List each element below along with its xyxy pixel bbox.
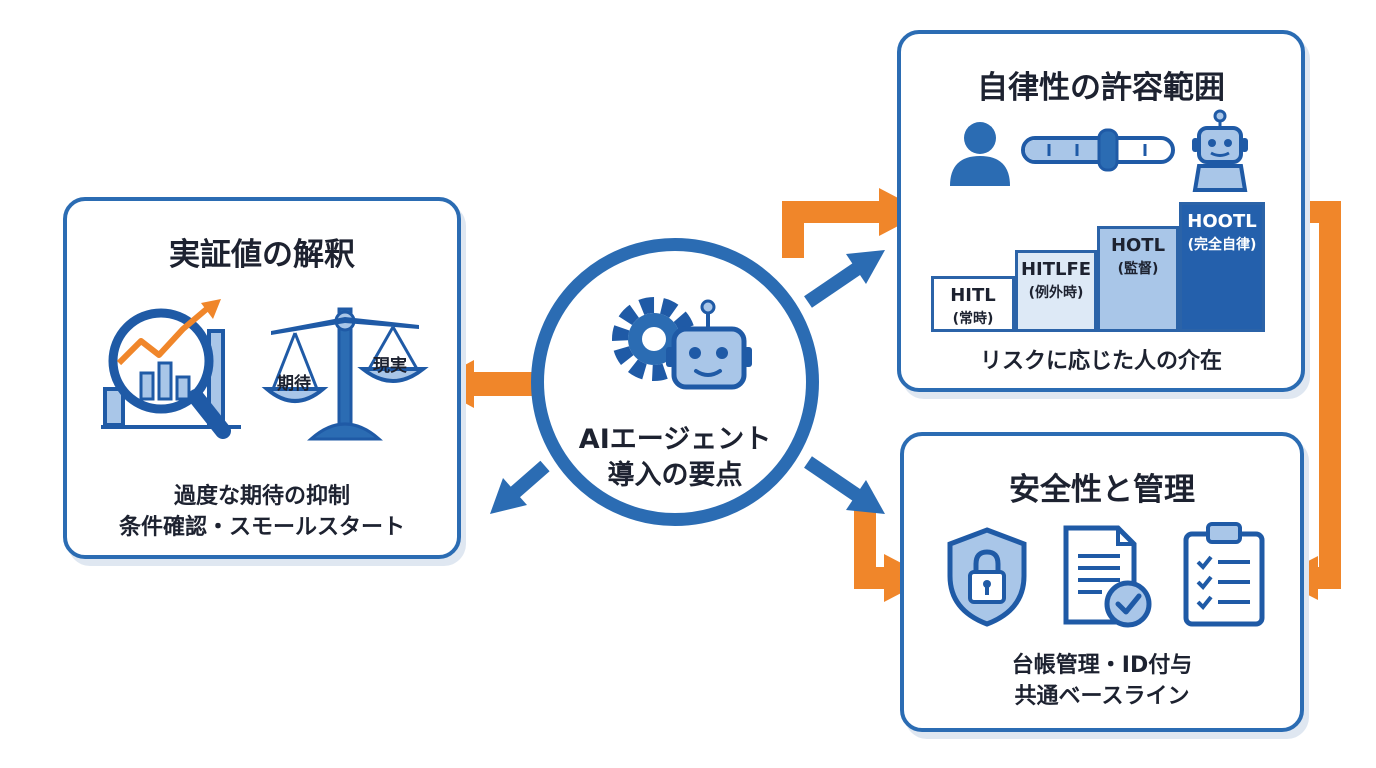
balance-scale-icon xyxy=(261,307,429,441)
blue-arrow-down-right xyxy=(804,456,885,514)
step-sub: (監督) xyxy=(1117,261,1159,277)
caption: リスクに応じた人の介在 xyxy=(979,349,1222,374)
scale-right-label: 現実 xyxy=(373,356,407,376)
evidence-interpretation-card: 実証値の解釈 期待 現実 過度な期待の抑制 条件確認・スモールスタート xyxy=(63,197,461,559)
safety-governance-card: 安全性と管理 台帳管理・ID付与 共通ベースライン xyxy=(900,432,1304,732)
caption-line-2: 条件確認・スモールスタート xyxy=(118,515,405,540)
gear-robot-icon xyxy=(612,297,752,390)
hub-title-line-1: AIエージェント xyxy=(578,424,772,455)
analytics-magnifier-icon xyxy=(101,299,241,439)
step-name: HITLFE xyxy=(1020,259,1092,280)
step-name: HOOTL xyxy=(1187,211,1257,232)
step-sub: (完全自律) xyxy=(1187,237,1257,253)
step-name: HOTL xyxy=(1110,235,1166,256)
slider-icon xyxy=(1021,128,1175,172)
shield-lock-icon xyxy=(947,527,1027,627)
caption-line-2: 共通ベースライン xyxy=(1014,684,1190,709)
hub-title-line-2: 導入の要点 xyxy=(607,460,743,491)
card-title: 実証値の解釈 xyxy=(169,237,355,273)
caption-line-1: 台帳管理・ID付与 xyxy=(1011,653,1193,678)
robot-icon xyxy=(1192,109,1248,192)
blue-arrow-up-right xyxy=(804,250,885,308)
center-hub: AIエージェント 導入の要点 xyxy=(531,238,819,526)
step-sub: (常時) xyxy=(952,311,994,327)
autonomy-steps: HITL (常時) HITLFE (例外時) HOTL (監督) HOOTL (… xyxy=(931,200,1267,332)
card-title: 安全性と管理 xyxy=(1009,472,1195,508)
step-sub: (例外時) xyxy=(1028,285,1084,301)
robot-icon xyxy=(666,299,752,390)
step-hitl: HITL (常時) xyxy=(931,276,1015,332)
document-check-icon xyxy=(1063,525,1152,628)
blue-arrow-down-left xyxy=(490,460,550,514)
caption-line-1: 過度な期待の抑制 xyxy=(173,484,350,509)
step-hitlfe: HITLFE (例外時) xyxy=(1015,250,1097,332)
clipboard-checklist-icon xyxy=(1183,522,1265,627)
card-title: 自律性の許容範囲 xyxy=(977,70,1225,106)
autonomy-scope-card: 自律性の許容範囲 HITL (常時) HITLFE (例外時) HOT xyxy=(897,30,1305,392)
scale-left-label: 期待 xyxy=(277,374,311,394)
step-hotl: HOTL (監督) xyxy=(1097,226,1179,332)
step-hootl: HOOTL (完全自律) xyxy=(1179,202,1265,332)
person-icon xyxy=(950,122,1010,186)
step-name: HITL xyxy=(950,285,996,306)
